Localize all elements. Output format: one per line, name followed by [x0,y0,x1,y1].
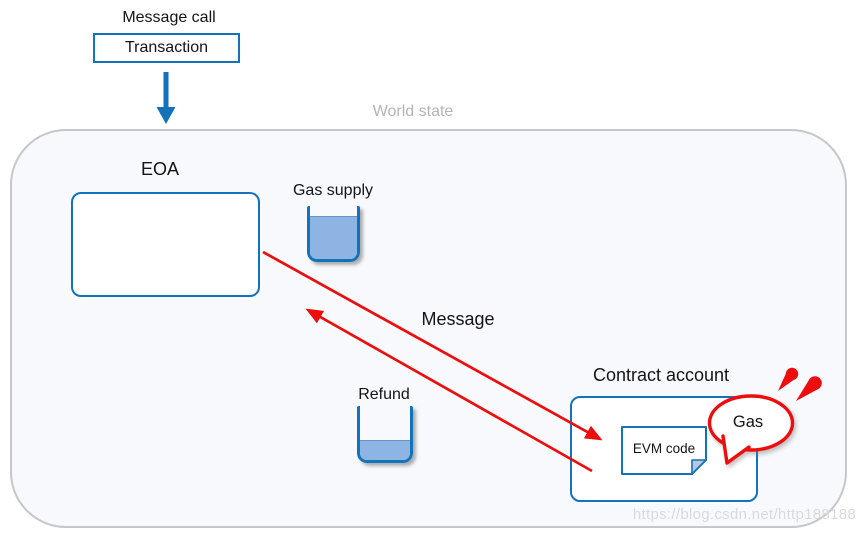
gas-supply-fill [310,215,357,259]
watermark: https://blog.csdn.net/http188188 [632,506,856,523]
world-state-label: World state [372,103,454,120]
eoa-label: EOA [140,159,180,179]
refund-label: Refund [358,386,410,403]
gas-supply-label: Gas supply [292,182,374,199]
message-call-label: Message call [122,9,216,26]
transaction-box: Transaction [93,33,240,63]
message-label: Message [421,309,495,329]
contract-account-label: Contract account [592,365,730,385]
refund-fill [360,439,410,460]
transaction-label: Transaction [125,39,208,56]
gas-supply-cup-icon [307,206,360,262]
refund-cup-icon [357,406,413,463]
transaction-flow-arrow-icon [156,72,176,124]
evm-code-label: EVM code [632,441,696,456]
eoa-box [71,192,260,297]
gas-bubble-label: Gas [732,413,764,431]
